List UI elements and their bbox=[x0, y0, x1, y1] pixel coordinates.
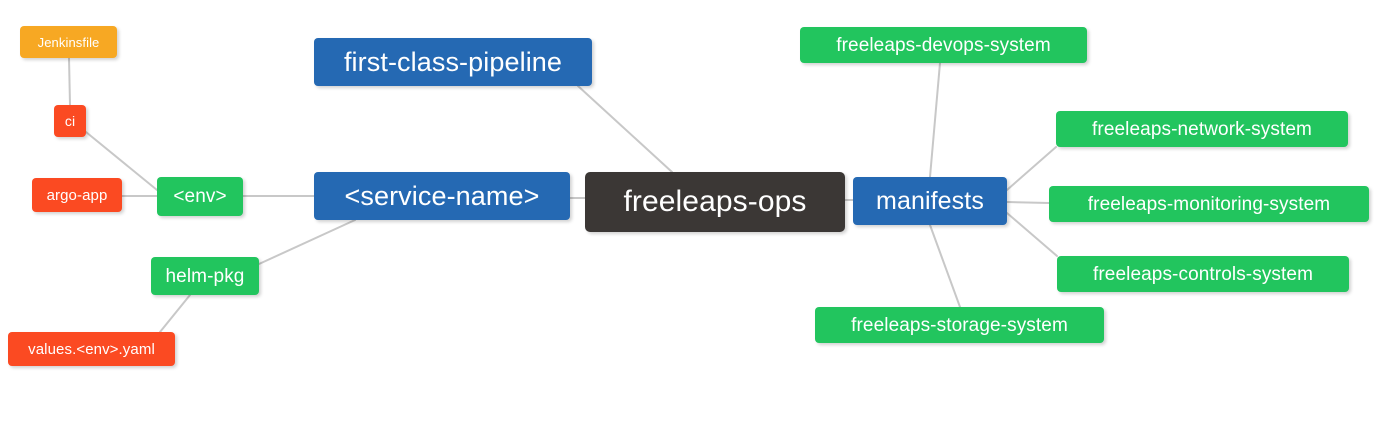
mindmap-node-jenkinsfile[interactable]: Jenkinsfile bbox=[20, 26, 117, 58]
edge-manifests-to-network-system bbox=[1006, 146, 1057, 191]
mindmap-node-devops-system[interactable]: freeleaps-devops-system bbox=[800, 27, 1087, 63]
mindmap-node-service-name[interactable]: <service-name> bbox=[314, 172, 570, 220]
mindmap-node-manifests[interactable]: manifests bbox=[853, 177, 1007, 225]
mindmap-node-ci[interactable]: ci bbox=[54, 105, 86, 137]
mindmap-node-env[interactable]: <env> bbox=[157, 177, 243, 216]
mindmap-node-network-system[interactable]: freeleaps-network-system bbox=[1056, 111, 1348, 147]
edge-manifests-to-devops-system bbox=[929, 62, 941, 178]
edge-manifests-to-storage-system bbox=[929, 224, 961, 308]
mindmap-node-freeleaps-ops[interactable]: freeleaps-ops bbox=[585, 172, 845, 232]
mindmap-node-first-class-pipeline[interactable]: first-class-pipeline bbox=[314, 38, 592, 86]
edge-first-class-pipeline-to-freeleaps-ops bbox=[577, 85, 673, 173]
mindmap-node-storage-system[interactable]: freeleaps-storage-system bbox=[815, 307, 1104, 343]
mindmap-node-argo-app[interactable]: argo-app bbox=[32, 178, 122, 212]
edge-values-yaml-to-helm-pkg bbox=[159, 294, 191, 333]
mindmap-node-controls-system[interactable]: freeleaps-controls-system bbox=[1057, 256, 1349, 292]
mindmap-node-helm-pkg[interactable]: helm-pkg bbox=[151, 257, 259, 295]
edge-helm-pkg-to-service-name bbox=[258, 219, 356, 265]
edge-jenkinsfile-to-ci bbox=[68, 57, 71, 106]
mindmap-node-monitoring-system[interactable]: freeleaps-monitoring-system bbox=[1049, 186, 1369, 222]
edge-manifests-to-monitoring-system bbox=[1006, 201, 1050, 204]
mindmap-node-values-yaml[interactable]: values.<env>.yaml bbox=[8, 332, 175, 366]
